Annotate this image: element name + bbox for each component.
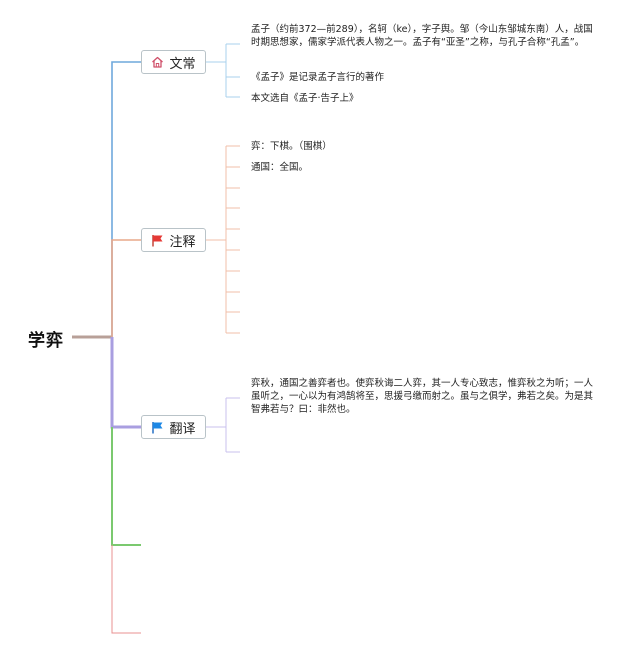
blue-flag-icon xyxy=(151,421,164,434)
leaf-fanyi-1[interactable]: 弈秋，通国之善弈者也。使弈秋诲二人弈，其一人专心致志，惟弈秋之为听；一人虽听之，… xyxy=(251,378,594,415)
red-flag-icon xyxy=(151,234,164,247)
leaf-zhushi-2[interactable]: 通国：全国。 xyxy=(251,162,309,173)
leaf-wenchang-2[interactable]: 《孟子》是记录孟子言行的著作 xyxy=(251,72,385,83)
root-topic[interactable]: 学弈 xyxy=(28,331,64,351)
branch-label-zhushi: 注释 xyxy=(169,234,196,250)
branch-wenchang-connector xyxy=(111,61,141,337)
branch-label-fanyi: 翻译 xyxy=(169,421,196,437)
fanyi-leaf-connectors xyxy=(206,397,240,453)
branch-node-fanyi[interactable]: 翻译 xyxy=(141,415,206,439)
branch-node-wenchang[interactable]: 文常 xyxy=(141,50,206,74)
branch-label-wenchang: 文常 xyxy=(169,56,196,72)
home-icon xyxy=(151,56,164,68)
branch-empty-red-connector xyxy=(111,545,141,634)
leaf-zhushi-1[interactable]: 弈：下棋。（围棋） xyxy=(251,141,332,152)
branch-empty-green-connector xyxy=(111,427,141,546)
branch-zhushi-connector xyxy=(111,239,141,337)
wenchang-leaf-connectors xyxy=(206,43,240,98)
leaf-wenchang-1[interactable]: 孟子（约前372—前289），名轲（ke），字子舆。邹（今山东邹城东南）人，战国… xyxy=(251,24,593,48)
zhushi-leaf-connectors xyxy=(206,145,240,334)
branch-node-zhushi[interactable]: 注释 xyxy=(141,228,206,252)
branch-fanyi-connector xyxy=(110,337,141,429)
leaf-wenchang-3[interactable]: 本文选自《孟子·告子上》 xyxy=(251,93,359,104)
